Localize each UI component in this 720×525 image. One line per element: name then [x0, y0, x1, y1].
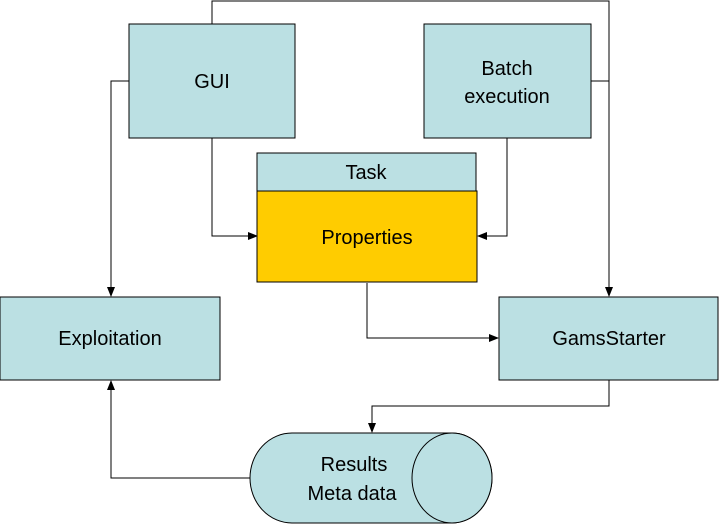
node-gui-label: GUI [194, 71, 230, 93]
edge-results-to-exploitation [107, 380, 250, 479]
edge-gamsstarter-to-results [368, 380, 610, 433]
edge-gui-to-properties [211, 138, 258, 240]
edge-batch-to-properties [477, 138, 508, 240]
edge-gui-to-exploitation [107, 80, 129, 297]
node-exploitation-label: Exploitation [58, 328, 161, 350]
node-results-datastore[interactable]: Results Meta data [249, 432, 493, 524]
node-batch-label-line2: execution [464, 86, 550, 108]
node-properties[interactable]: Properties [256, 190, 478, 283]
node-results-label-line1: Results [321, 454, 388, 476]
node-gamsstarter-label: GamsStarter [552, 328, 666, 350]
cylinder-end-cap [411, 432, 493, 524]
node-exploitation[interactable]: Exploitation [0, 296, 221, 381]
edge-gui-to-gamsstarter [211, 0, 613, 297]
node-batch-execution[interactable]: Batch execution [423, 23, 592, 139]
edge-properties-to-gamsstarter [366, 283, 499, 342]
node-results-label-line2: Meta data [308, 483, 398, 505]
node-task-label: Task [345, 162, 387, 184]
node-gui[interactable]: GUI [128, 23, 296, 139]
node-task[interactable]: Task [256, 152, 477, 192]
node-batch-label-line1: Batch [481, 58, 532, 80]
node-gamsstarter[interactable]: GamsStarter [498, 296, 719, 381]
node-properties-label: Properties [321, 227, 412, 249]
